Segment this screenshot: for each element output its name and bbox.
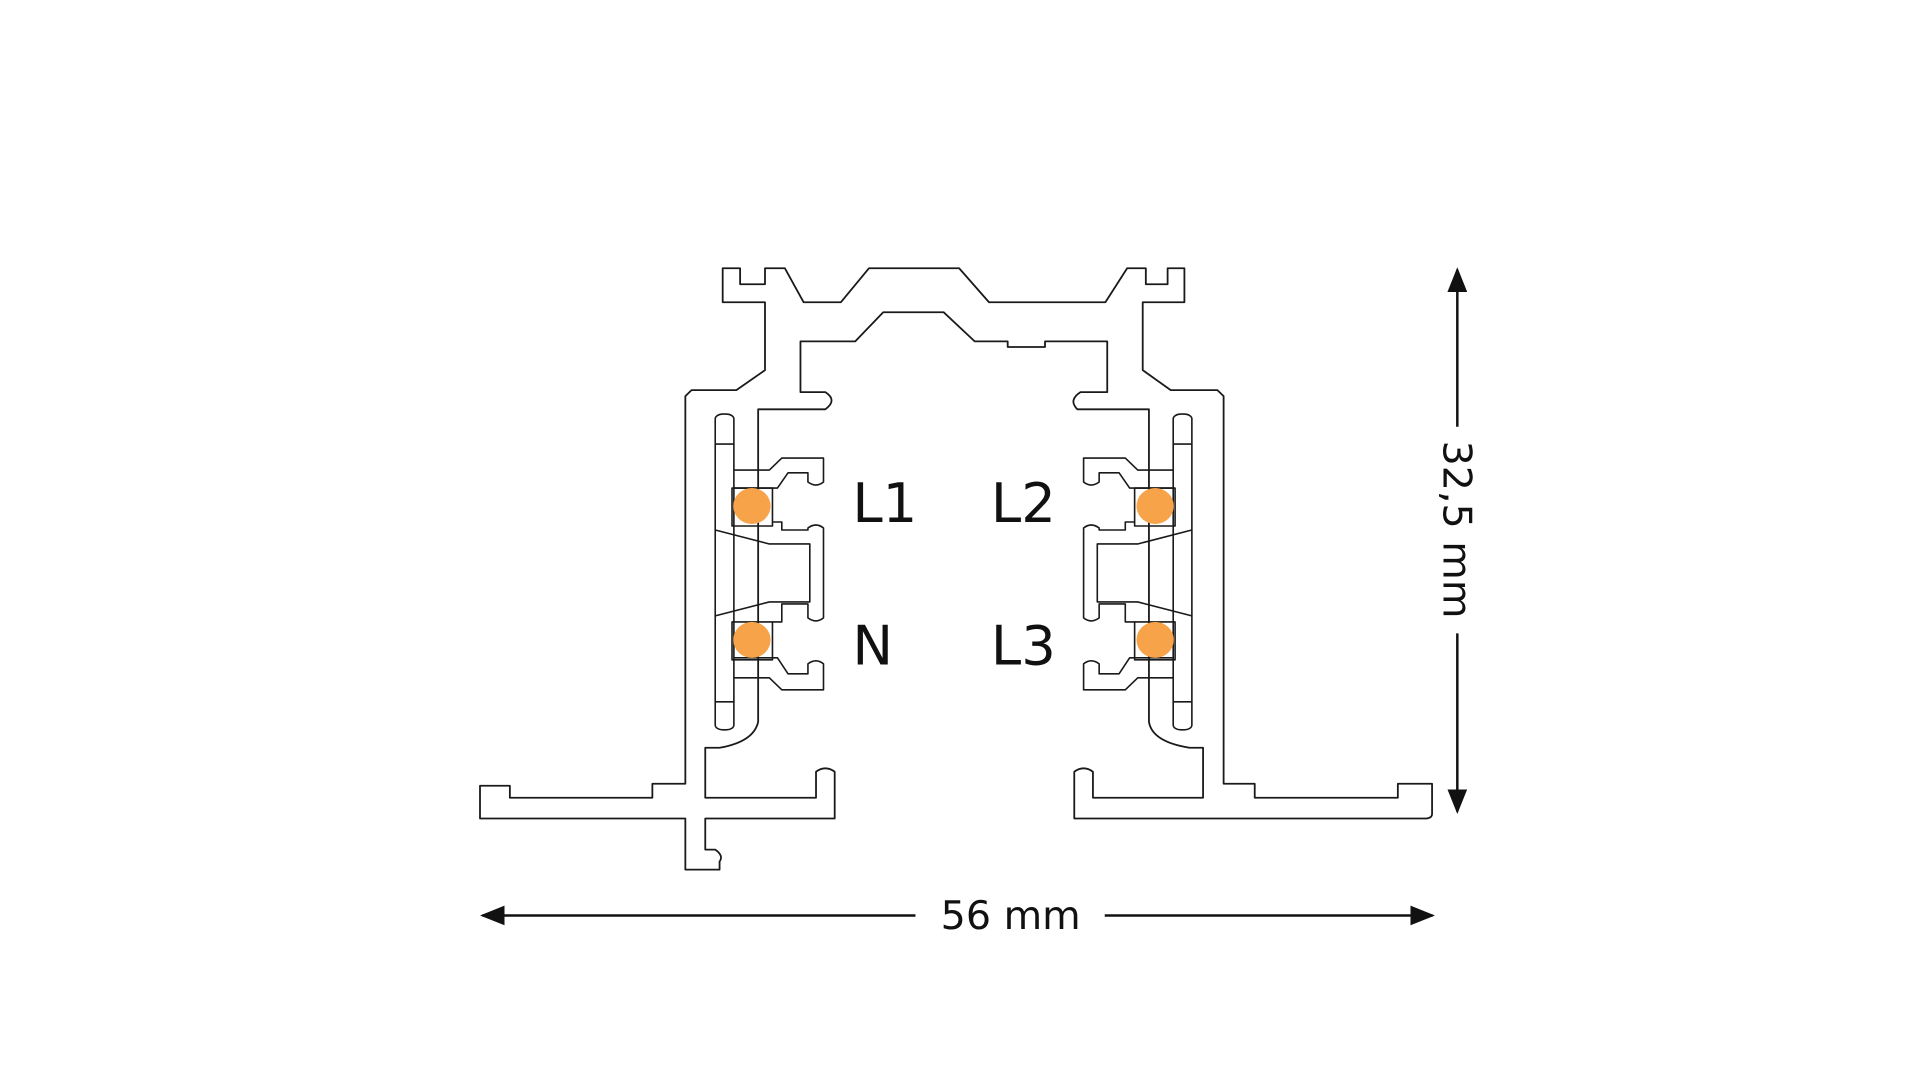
- conductor-l1: [733, 488, 771, 524]
- conductor-l3: [1136, 621, 1174, 658]
- label-n: N: [852, 613, 893, 677]
- label-l2: L2: [991, 471, 1056, 535]
- label-l3: L3: [991, 613, 1056, 677]
- conductor-n: [733, 621, 771, 658]
- width-dimension-label: 56 mm: [941, 893, 1081, 939]
- label-l1: L1: [852, 471, 917, 535]
- conductor-l2: [1136, 488, 1174, 524]
- height-dimension-label: 32,5 mm: [1434, 441, 1480, 619]
- track-profile-outline: [480, 268, 1432, 869]
- right-contact-assembly: [1084, 414, 1192, 730]
- left-contact-assembly: [715, 414, 823, 730]
